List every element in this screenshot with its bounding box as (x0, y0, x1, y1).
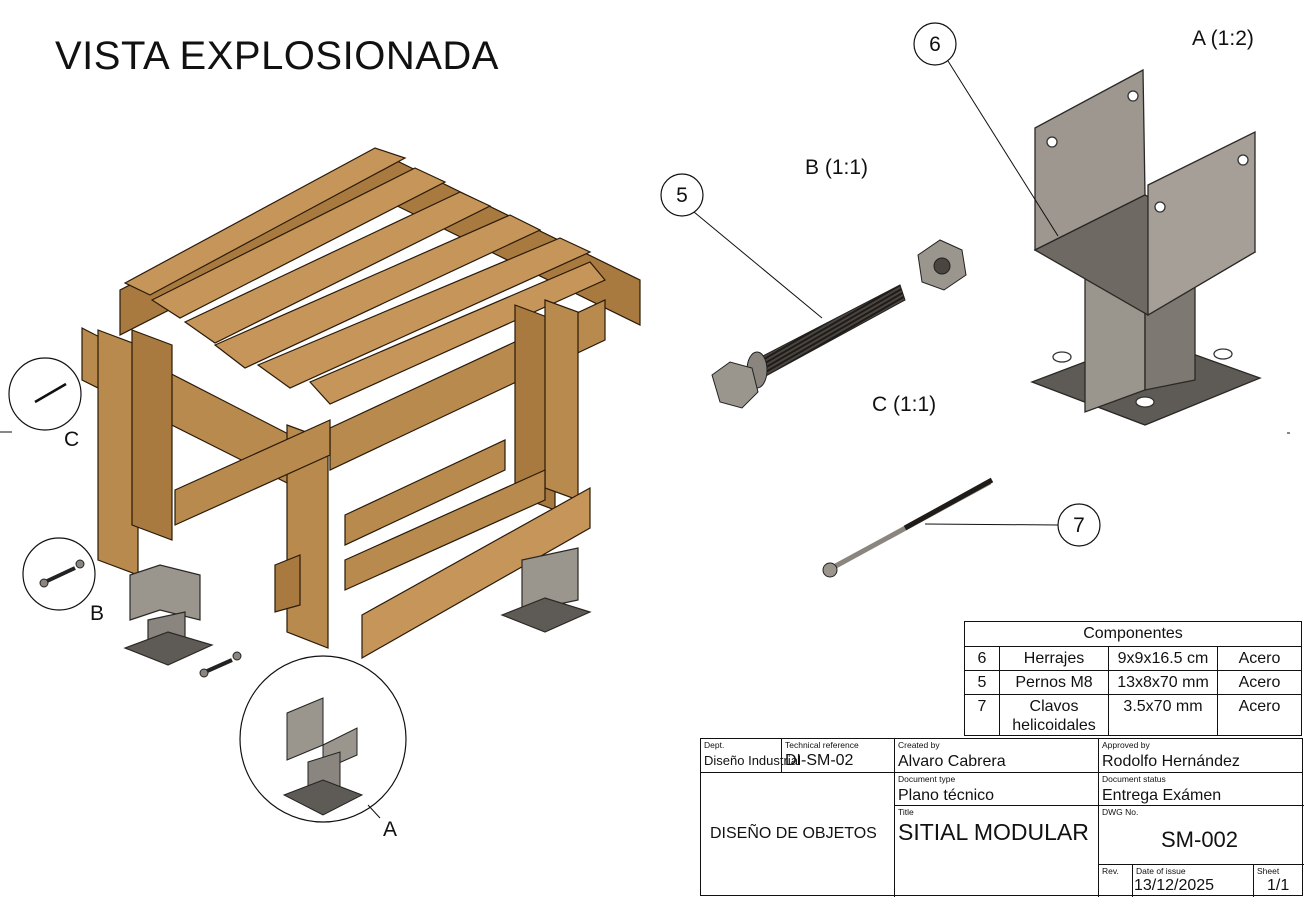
component-name: Pernos M8 (999, 670, 1109, 695)
table-row: 7 Clavos helicoidales 3.5x70 mm Acero (964, 694, 1302, 736)
balloon-5: 5 (660, 173, 823, 319)
balloon-6-label: 6 (929, 33, 941, 56)
components-table: Componentes 6 Herrajes 9x9x16.5 cm Acero… (964, 621, 1302, 736)
nut (917, 239, 967, 291)
lower-rail (274, 554, 301, 613)
detail-callout-b: B (90, 602, 105, 625)
approved-value: Rodolfo Hernández (1102, 753, 1240, 770)
component-dims: 9x9x16.5 cm (1108, 646, 1218, 671)
dept-value: Diseño Industrial (704, 753, 801, 768)
seat-slat (213, 214, 542, 369)
detail-c (0, 357, 82, 433)
detail-a (239, 655, 407, 823)
components-header: Componentes (964, 621, 1302, 647)
leg (131, 329, 173, 541)
table-row: 6 Herrajes 9x9x16.5 cm Acero (964, 646, 1302, 671)
balloon-6: 6 (913, 22, 1059, 237)
seat-slat (123, 147, 407, 296)
date-label: Date of issue (1136, 866, 1186, 876)
drawing-title: SITIAL MODULAR (898, 819, 1089, 845)
view-label-a: A (1:2) (1192, 27, 1254, 50)
lower-rail (344, 469, 546, 591)
bolt-m8 (711, 284, 906, 409)
created-value: Alvaro Cabrera (898, 753, 1006, 770)
balloon-5-label: 5 (676, 184, 688, 207)
component-number: 6 (964, 646, 1000, 671)
view-label-c: C (1:1) (872, 393, 937, 416)
seat-slat (256, 237, 592, 389)
component-number: 5 (964, 670, 1000, 695)
techref-label: Technical reference (785, 740, 859, 750)
lower-rail (361, 486, 591, 660)
bench-brackets (123, 547, 592, 666)
component-dims: 13x8x70 mm (1108, 670, 1218, 695)
seat-slat (308, 261, 606, 405)
dwg-label: DWG No. (1102, 807, 1139, 817)
doctype-label: Document type (898, 774, 956, 784)
bracket-small (521, 547, 579, 613)
small-bolt (199, 651, 242, 678)
created-label: Created by (898, 740, 940, 750)
dwg-number: SM-002 (1161, 827, 1239, 852)
balloon-7: 7 (924, 503, 1101, 547)
component-number: 7 (964, 694, 1000, 736)
lower-rail (174, 419, 331, 526)
status-label: Document status (1102, 774, 1166, 784)
date-value: 13/12/2025 (1134, 877, 1215, 894)
title-block: Dept. Diseño Industrial Technical refere… (700, 738, 1304, 897)
component-material: Acero (1217, 694, 1302, 736)
lower-rail (344, 439, 506, 546)
component-material: Acero (1217, 646, 1302, 671)
leg (544, 299, 579, 501)
organization: DISEÑO DE OBJETOS (710, 825, 877, 842)
component-name: Herrajes (999, 646, 1109, 671)
sheet-value: 1/1 (1267, 877, 1290, 894)
page-title: VISTA EXPLOSIONADA (55, 34, 499, 78)
doctype-value: Plano técnico (898, 787, 995, 804)
exploded-bench (81, 147, 641, 660)
dept-label: Dept. (704, 740, 725, 750)
seat-slat (150, 167, 447, 319)
title-label: Title (898, 807, 914, 817)
rev-label: Rev. (1102, 866, 1119, 876)
table-row: 5 Pernos M8 13x8x70 mm Acero (964, 670, 1302, 695)
bracket-small (129, 564, 201, 621)
steel-bracket (1030, 68, 1262, 426)
approved-label: Approved by (1102, 740, 1150, 750)
seat-slat (183, 191, 492, 344)
techref-value: DI-SM-02 (785, 752, 854, 769)
helical-nail (822, 477, 994, 578)
component-material: Acero (1217, 670, 1302, 695)
bracket-base (123, 631, 214, 666)
component-dims: 3.5x70 mm (1108, 694, 1218, 736)
detail-b (22, 537, 96, 611)
balloon-7-label: 7 (1073, 514, 1085, 537)
sheet-label: Sheet (1257, 866, 1280, 876)
status-value: Entrega Exámen (1102, 787, 1222, 804)
detail-callout-a: A (383, 818, 398, 841)
bracket-base (500, 597, 592, 633)
detail-callout-c: C (64, 428, 80, 451)
component-name: Clavos helicoidales (999, 694, 1109, 736)
view-label-b: B (1:1) (805, 156, 869, 179)
